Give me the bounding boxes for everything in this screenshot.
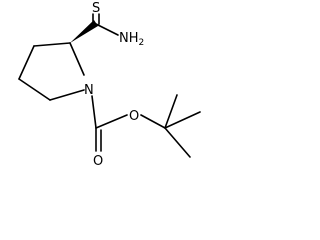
bond-c4-c3 [18,45,35,80]
bond-c2-n [69,42,85,76]
bond-tbu-right [164,111,201,129]
bond-o-tbu-c [140,114,166,129]
amine-label: NH2 [119,31,144,48]
bond-tbu-up [164,94,178,129]
structure-diagram: S NH2 N O O [18,1,201,169]
bond-n-carbonyl-c [91,95,97,129]
carbonyl-oxygen-label: O [93,154,103,169]
ester-oxygen-label: O [129,109,139,124]
stereo-wedge-bond [70,20,98,43]
amine-text: NH [119,31,139,46]
bond-c5-c4 [18,78,51,101]
bond-tbu-down [164,127,191,158]
bond-c-nh2 [95,23,119,36]
molecule-drawing: S NH2 N O O [18,1,201,169]
amine-subscript: 2 [139,38,145,48]
bond-c3-c2 [33,42,71,47]
bond-n-c5 [49,89,85,101]
ring-nitrogen-label: N [84,83,94,98]
bond-c-o-ester [95,114,128,129]
sulfur-label: S [92,1,100,16]
